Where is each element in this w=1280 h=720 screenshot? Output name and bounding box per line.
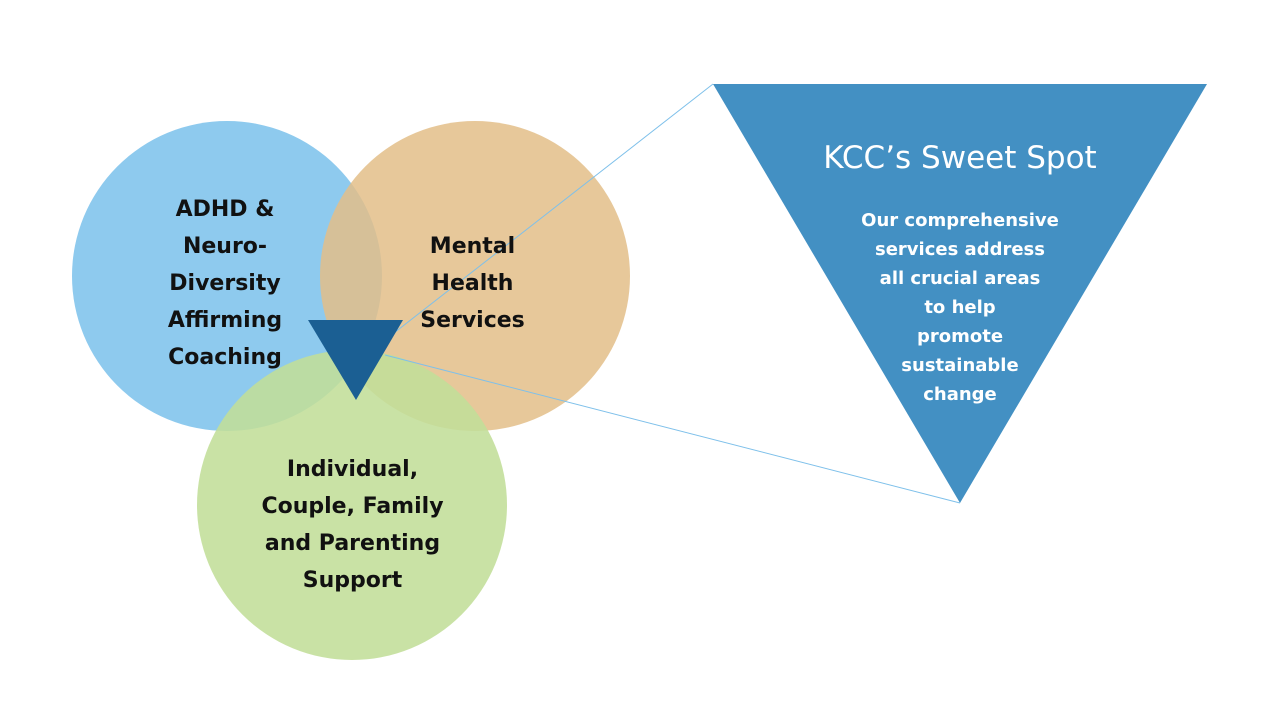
description-line: all crucial areas [879, 268, 1041, 289]
description-line: Our comprehensive [861, 210, 1059, 231]
description-line: sustainable [901, 355, 1019, 376]
label-line: Diversity [169, 271, 281, 296]
label-line: Health [431, 271, 514, 296]
sweet-spot-title: KCC’s Sweet Spot [823, 140, 1097, 176]
mental-health-label: Mental Health Services [380, 228, 565, 339]
description-line: promote [916, 326, 1004, 347]
sweet-spot-triangle [713, 84, 1207, 503]
label-line: Coaching [168, 345, 282, 370]
description-line: change [923, 384, 997, 405]
label-line: Neuro- [182, 234, 268, 259]
label-line: and Parenting [264, 531, 441, 556]
label-line: Couple, Family [261, 494, 444, 519]
coaching-circle [72, 121, 382, 431]
connector-line-bottom [384, 354, 961, 504]
support-label: Individual, Couple, Family and Parenting… [235, 451, 470, 599]
label-line: Individual, [286, 457, 419, 482]
connector-line-top [384, 83, 714, 341]
label-line: Support [302, 568, 403, 593]
coaching-label: ADHD & Neuro- Diversity Affirming Coachi… [120, 191, 330, 376]
mental-health-circle [320, 121, 630, 431]
support-circle [197, 350, 507, 660]
label-line: Mental [429, 234, 516, 259]
label-line: ADHD & [175, 197, 275, 222]
sweet-spot-description: Our comprehensive services address all c… [810, 206, 1110, 409]
sweet-spot-marker [308, 320, 403, 400]
description-line: services address [875, 239, 1045, 260]
description-line: to help [924, 297, 996, 318]
label-line: Affirming [167, 308, 283, 333]
label-line: Services [420, 308, 525, 333]
